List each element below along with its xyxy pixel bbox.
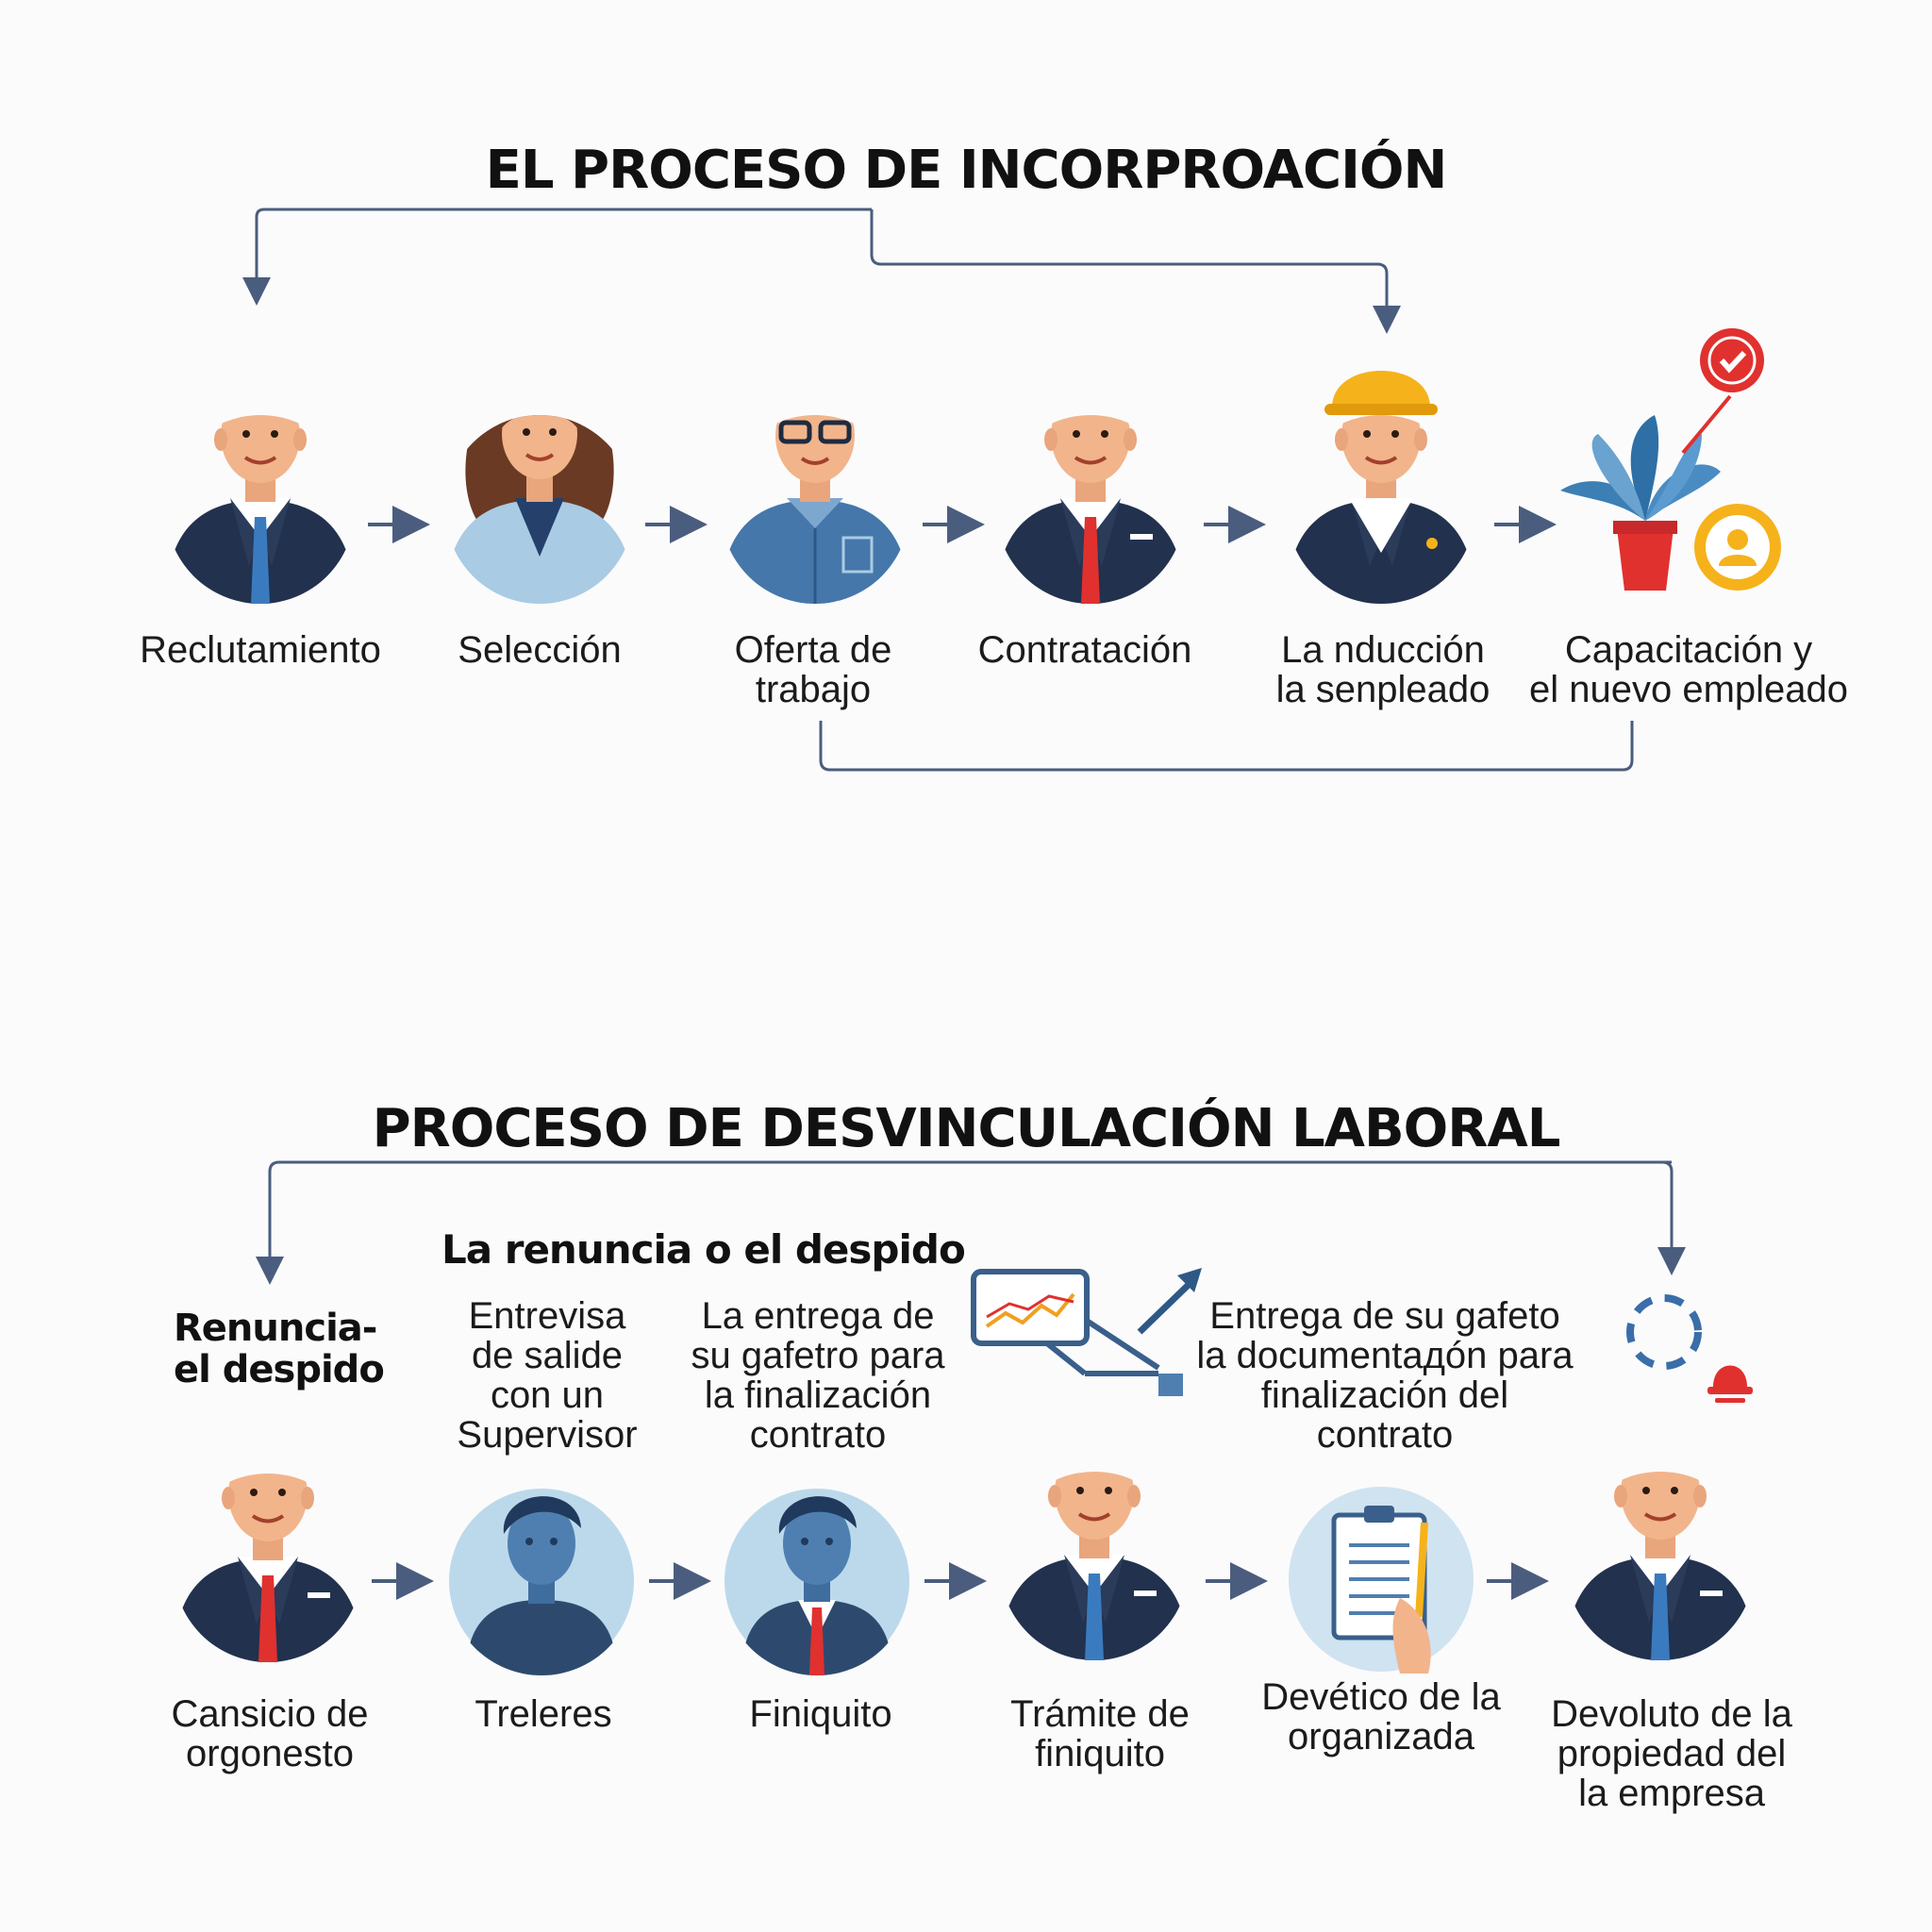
recruiter-avatar	[166, 415, 355, 604]
offboard-label-1: Cansicio de orgonesto	[171, 1693, 369, 1774]
plant-training-icon	[1560, 394, 1732, 591]
offboard-label-4: Trámite de finiquito	[1010, 1693, 1190, 1774]
property-return-man-avatar	[1566, 1472, 1755, 1660]
offboard-label-5: Devético de la organizada	[1261, 1676, 1501, 1757]
connector-loop-left	[242, 208, 872, 306]
step-label-training: Capacitación y el nuevo empleado	[1528, 629, 1849, 710]
connector-loop-right	[870, 209, 1401, 334]
side-heading-resignation: Renuncia- el despido	[174, 1307, 385, 1391]
note-badge-return: La entrega de su gafetro para la finaliz…	[691, 1295, 945, 1456]
offboard-label-6: Devoluto de la propiedad del la empresa	[1551, 1693, 1792, 1814]
dashed-loading-icon	[1626, 1294, 1702, 1370]
note-documentation: Entrega de su gafeto la documentaдón par…	[1196, 1295, 1574, 1456]
offboard-label-3: Finiquito	[749, 1693, 892, 1735]
user-badge-icon	[1694, 504, 1781, 591]
connector-bottom-bracket	[819, 721, 1634, 772]
settlement-process-man-avatar	[1000, 1472, 1189, 1660]
step-label-recruitment: Reclutamiento	[140, 629, 381, 671]
selection-woman-avatar	[445, 415, 634, 604]
resignation-man-avatar	[174, 1474, 362, 1662]
onboarding-title: EL PROCESO DE INCORPROACIÓN	[485, 140, 1448, 201]
induction-helmet-avatar	[1287, 371, 1475, 604]
note-exit-interview: Entrevisa de salide con un Supervisor	[457, 1295, 638, 1456]
offboard-loop-left	[256, 1160, 1672, 1285]
offboard-label-2: Treleres	[475, 1693, 612, 1735]
chart-monitor-icon	[971, 1268, 1202, 1396]
exit-interview-avatar	[449, 1489, 634, 1675]
offboarding-title: PROCESO DE DESVINCULACIÓN LABORAL	[372, 1098, 1561, 1159]
settlement-avatar	[724, 1489, 909, 1675]
alarm-bell-icon	[1707, 1365, 1753, 1403]
offer-man-glasses-avatar	[721, 415, 909, 604]
offboard-loop-right	[1657, 1160, 1686, 1275]
offboarding-subtitle: La renuncia o el despido	[441, 1226, 966, 1273]
step-label-job-offer: Oferta de trabajo	[734, 629, 892, 710]
hiring-man-avatar	[996, 415, 1185, 604]
step-label-hiring: Contratación	[977, 629, 1192, 671]
check-badge-icon	[1700, 328, 1764, 392]
step-label-selection: Selección	[458, 629, 622, 671]
step-label-induction: La nducción la senpleado	[1275, 629, 1491, 710]
clipboard-document-icon	[1289, 1487, 1474, 1674]
